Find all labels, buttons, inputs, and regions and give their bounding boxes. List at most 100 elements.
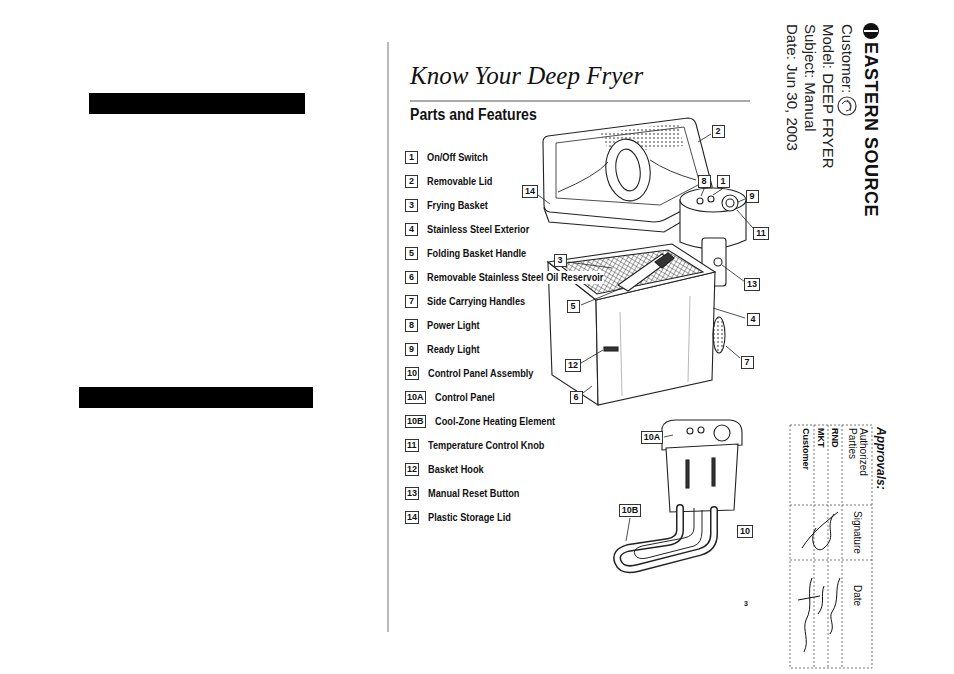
callout-number: 8 bbox=[405, 319, 418, 332]
header-field: Customer: bbox=[838, 24, 856, 93]
approval-table: Approvals:Authorized PartiesSignatureDat… bbox=[790, 425, 872, 668]
approval-table-grid bbox=[790, 425, 872, 668]
callout-number: 14 bbox=[525, 186, 535, 196]
parts-list-item: 1 On/Off Switch bbox=[405, 148, 503, 166]
callout-number: 2 bbox=[405, 175, 418, 188]
title-rule bbox=[410, 101, 750, 102]
black-bar bbox=[79, 387, 313, 408]
parts-list-item: 10A Control Panel bbox=[405, 388, 509, 406]
part-name: Frying Basket bbox=[427, 199, 488, 212]
callout-number: 6 bbox=[573, 392, 578, 402]
callout-box: 10B bbox=[619, 504, 642, 517]
callout-box: 5 bbox=[567, 300, 580, 313]
part-name: Cool-Zone Heating Element bbox=[435, 415, 555, 428]
callout-box: 10 bbox=[737, 525, 753, 538]
parts-list-item: 12 Basket Hook bbox=[405, 460, 498, 478]
callout-number: 10A bbox=[644, 432, 661, 442]
parts-list-item: 8 Power Light bbox=[405, 316, 493, 334]
part-name: Control Panel bbox=[435, 391, 495, 404]
parts-list-item: 7 Side Carrying Handles bbox=[405, 292, 550, 310]
callout-number: 13 bbox=[405, 487, 419, 500]
control-panel-assembly-drawing bbox=[617, 420, 742, 569]
part-name: Folding Basket Handle bbox=[427, 247, 526, 260]
callout-box: 8 bbox=[698, 175, 711, 188]
callout-box: 10A bbox=[641, 431, 664, 444]
parts-list-item: 13 Manual Reset Button bbox=[405, 484, 542, 502]
callout-number: 4 bbox=[750, 314, 755, 324]
part-name: Ready Light bbox=[427, 343, 480, 356]
callout-box: 6 bbox=[570, 391, 583, 404]
table-header: Date bbox=[851, 585, 863, 606]
part-name: Manual Reset Button bbox=[428, 487, 520, 500]
callout-number: 1 bbox=[405, 151, 418, 164]
callout-box: 13 bbox=[744, 278, 760, 291]
callout-box: 9 bbox=[746, 190, 759, 203]
page-title: Know Your Deep Fryer bbox=[410, 62, 643, 90]
header-field: Date: Jun 30, 2003 bbox=[783, 24, 801, 151]
header-block: EASTERN SOURCECustomer:Model: DEEP FRYER… bbox=[782, 22, 882, 242]
table-row-label: MKT bbox=[815, 428, 827, 448]
callout-box: 11 bbox=[753, 227, 769, 240]
black-bar bbox=[89, 93, 305, 114]
page-edge bbox=[388, 42, 389, 632]
callout-number: 1 bbox=[720, 176, 725, 186]
callout-box: 14 bbox=[522, 185, 538, 198]
callout-box: 1 bbox=[717, 175, 730, 188]
callout-number: 9 bbox=[405, 343, 418, 356]
callout-number: 8 bbox=[701, 176, 706, 186]
part-name: Side Carrying Handles bbox=[427, 295, 525, 308]
part-name: On/Off Switch bbox=[427, 151, 488, 164]
parts-list-item: 6 Removable Stainless Steel Oil Reservoir bbox=[405, 268, 648, 286]
callout-number: 10 bbox=[740, 526, 750, 536]
company-name: EASTERN SOURCE bbox=[860, 42, 882, 217]
parts-list-item: 11 Temperature Control Knob bbox=[405, 436, 573, 454]
page-number: 3 bbox=[744, 600, 748, 608]
callout-number: 2 bbox=[715, 126, 720, 136]
table-header: Authorized Parties bbox=[847, 428, 869, 488]
callout-number: 5 bbox=[405, 247, 418, 260]
callout-number: 7 bbox=[744, 357, 749, 367]
parts-list-item: 2 Removable Lid bbox=[405, 172, 509, 190]
callout-number: 14 bbox=[405, 511, 419, 524]
part-name: Stainless Steel Exterior bbox=[427, 223, 529, 236]
handwritten-signatures bbox=[798, 512, 840, 652]
callout-number: 10B bbox=[405, 415, 426, 428]
parts-list-item: 10B Cool-Zone Heating Element bbox=[405, 412, 585, 430]
callout-number: 3 bbox=[557, 255, 562, 265]
parts-list-item: 14 Plastic Storage Lid bbox=[405, 508, 532, 526]
table-row-label: Customer bbox=[800, 428, 812, 470]
header-field: Subject: Manual bbox=[801, 24, 819, 132]
callout-number: 10B bbox=[622, 505, 639, 515]
callout-number: 3 bbox=[405, 199, 418, 212]
callout-box: 3 bbox=[554, 254, 567, 267]
section-heading: Parts and Features bbox=[410, 105, 537, 124]
callout-number: 6 bbox=[405, 271, 418, 284]
callout-box: 12 bbox=[565, 359, 581, 372]
part-name: Basket Hook bbox=[428, 463, 484, 476]
callout-box: 2 bbox=[712, 125, 725, 138]
part-name: Power Light bbox=[427, 319, 480, 332]
parts-list-item: 4 Stainless Steel Exterior bbox=[405, 220, 555, 238]
part-name: Plastic Storage Lid bbox=[428, 511, 511, 524]
callout-number: 7 bbox=[405, 295, 418, 308]
part-name: Temperature Control Knob bbox=[428, 439, 544, 452]
parts-list-item: 3 Frying Basket bbox=[405, 196, 503, 214]
callout-number: 13 bbox=[747, 279, 757, 289]
callout-number: 4 bbox=[405, 223, 418, 236]
header-field: Model: DEEP FRYER bbox=[819, 24, 837, 169]
table-row-label: RND bbox=[829, 428, 841, 448]
callout-box: 7 bbox=[741, 356, 754, 369]
part-name: Removable Stainless Steel Oil Reservoir bbox=[427, 271, 603, 284]
callout-number: 11 bbox=[405, 439, 419, 452]
callout-number: 12 bbox=[405, 463, 419, 476]
callout-number: 10 bbox=[405, 367, 419, 380]
callout-box: 4 bbox=[747, 313, 760, 326]
callout-number: 5 bbox=[570, 301, 575, 311]
callout-number: 10A bbox=[405, 391, 426, 404]
part-name: Removable Lid bbox=[427, 175, 492, 188]
fryer-drawing bbox=[548, 188, 746, 405]
leader-lines bbox=[538, 134, 753, 541]
parts-list-item: 9 Ready Light bbox=[405, 340, 493, 358]
parts-list-item: 10Control Panel Assembly bbox=[405, 364, 560, 382]
